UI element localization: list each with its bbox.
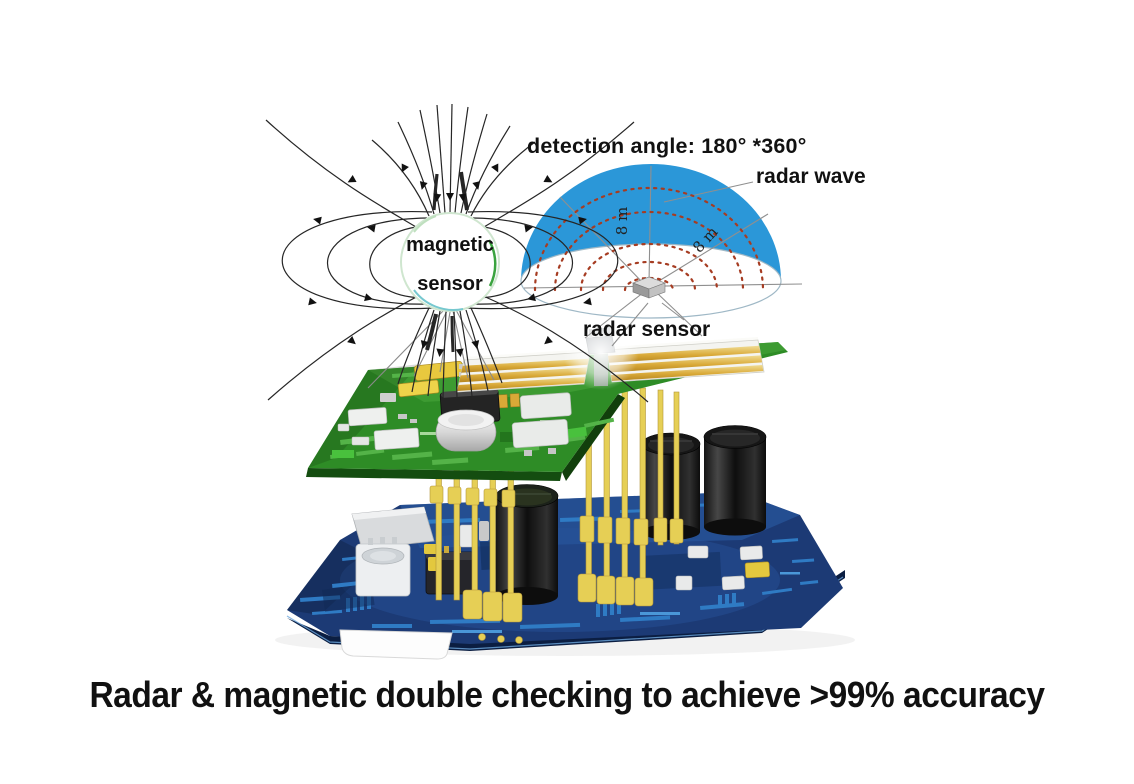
radar-dome: 8 m 8 m (520, 164, 803, 347)
headline-text: Radar & magnetic double checking to achi… (89, 674, 1045, 715)
detection-angle-label: detection angle: 180° *360° (527, 134, 807, 158)
capacitor-left (495, 484, 559, 605)
magnetic-field-lines (265, 103, 649, 403)
housing-base (339, 629, 453, 660)
radar-sensor-label: radar sensor (583, 318, 711, 341)
board-connector-pins (429, 385, 684, 644)
green-sensor-pcb (306, 314, 788, 481)
radar-wave-arcs (533, 186, 765, 292)
dome-radial-lines (523, 165, 803, 347)
capacitor-right (703, 425, 767, 536)
antenna-patch-strips (457, 345, 764, 391)
green-pcb-components (337, 360, 572, 456)
radar-antenna-module (456, 314, 765, 393)
radar-wave-label: radar wave (756, 165, 866, 188)
dome-surface (521, 164, 781, 281)
radar-sensor-box (632, 276, 666, 299)
metal-can-capacitor (435, 409, 497, 452)
range-vertical-label: 8 m (613, 207, 631, 236)
magnetic-sensor-label-line2: sensor (417, 273, 483, 295)
antenna-glow (563, 314, 639, 390)
magnetic-sensor-label-line1: magnetic (406, 234, 494, 256)
magnetic-sensor-circle (400, 212, 500, 312)
field-arrows (308, 163, 592, 357)
